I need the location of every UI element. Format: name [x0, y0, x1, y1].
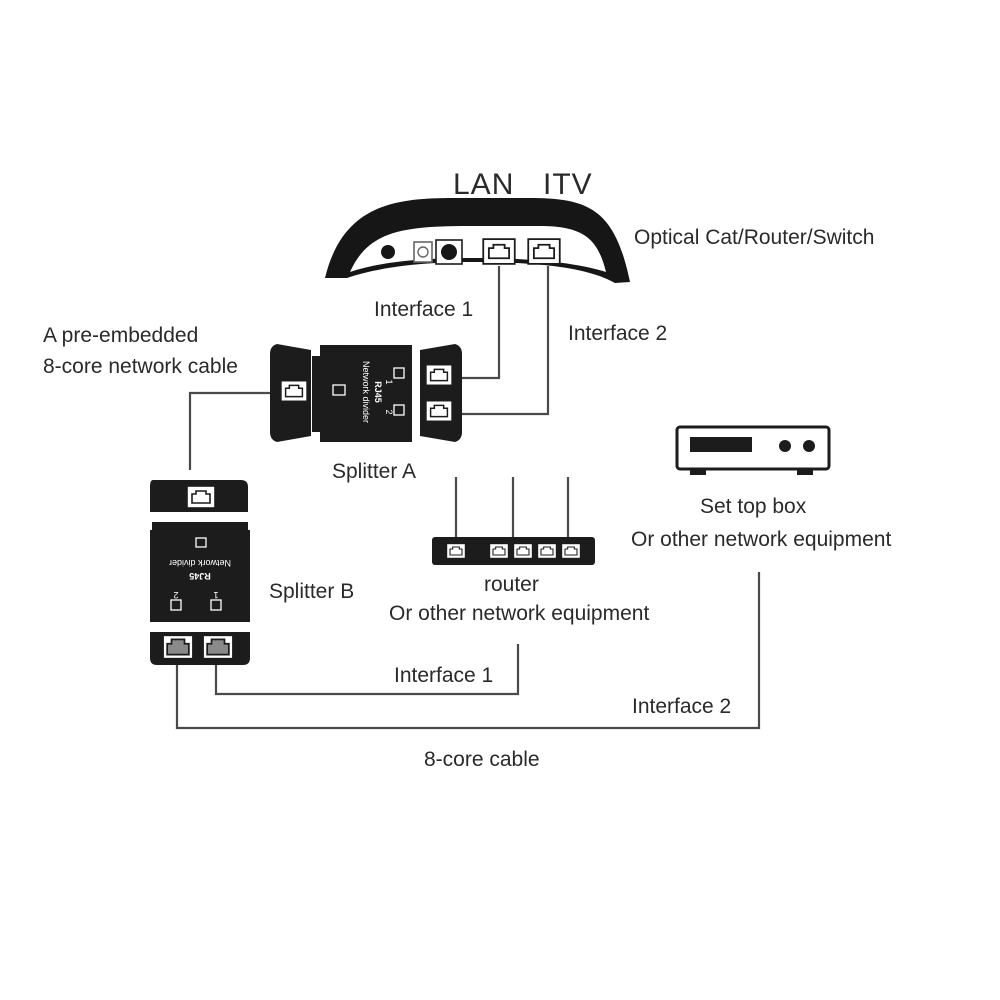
pre-embedded-cable-label-line-1: A pre-embedded: [43, 324, 199, 347]
splitter-b-body: [150, 530, 250, 622]
set-top-box-sub-label: Or other network equipment: [631, 528, 892, 551]
splitter-b: RJ45 Network divider 2 1: [150, 480, 250, 665]
set-top-box-icon: [675, 425, 831, 475]
cable-embedded-8-core: [188, 391, 270, 470]
splitter-a-port-1-icon: [425, 363, 453, 387]
set-top-box-label: Set top box: [700, 495, 807, 518]
lan-port-label: LAN: [453, 168, 515, 201]
splitter-a-marking-2: Network divider: [361, 361, 371, 423]
router-lan-port-icon: [561, 543, 581, 559]
splitter-b-port-1-icon: [201, 634, 235, 660]
splitter-b-marking-1: RJ45: [189, 571, 211, 581]
splitter-a-body: [320, 345, 412, 442]
splitter-b-marking-2: Network divider: [169, 558, 231, 568]
splitter-a-input-port-icon: [280, 379, 308, 403]
router-lan-port-icon: [513, 543, 533, 559]
splitter-a-port-2-icon: [425, 399, 453, 423]
splitter-b-port-1-number: 1: [213, 590, 218, 600]
router-sub-label: Or other network equipment: [389, 602, 650, 625]
cable-itv-to-splitter-a: [462, 266, 550, 416]
pre-embedded-cable-label-line-2: 8-core network cable: [43, 355, 238, 378]
splitter-b-input-port-icon: [186, 485, 216, 509]
interface-2-label-bottom: Interface 2: [632, 695, 732, 718]
interface-2-label-top: Interface 2: [568, 322, 668, 345]
optical-cat-router: [325, 197, 630, 283]
router-uplink-port-icon: [446, 543, 466, 559]
lan-port-icon: [482, 238, 516, 265]
splitter-a-port-2-number: 2: [384, 409, 394, 414]
8-core-cable-label: 8-core cable: [424, 748, 540, 771]
itv-port-icon: [527, 238, 561, 265]
itv-port-label: ITV: [543, 168, 593, 201]
router-lan-port-icon: [489, 543, 509, 559]
splitter-b-port-2-icon: [161, 634, 195, 660]
cable-interface-2-to-set-top-box: [175, 572, 761, 730]
splitter-b-port-2-number: 2: [173, 590, 178, 600]
optical-cat-label: Optical Cat/Router/Switch: [634, 226, 875, 249]
router-switch-icon: [432, 537, 595, 565]
splitter-a-port-1-number: 1: [384, 379, 394, 384]
reset-port-icon: [413, 241, 433, 263]
splitter-a-marking-1: RJ45: [373, 381, 383, 403]
cable-interface-1-to-router: [214, 644, 520, 696]
router-label: router: [484, 573, 539, 596]
power-button-icon: [381, 245, 395, 259]
interface-1-label-top: Interface 1: [374, 298, 474, 321]
cable-lan-to-splitter-a: [462, 266, 501, 380]
cables: [175, 266, 761, 730]
splitter-a-label: Splitter A: [332, 460, 417, 483]
splitter-b-label: Splitter B: [269, 580, 355, 603]
interface-1-label-bottom: Interface 1: [394, 664, 494, 687]
router-lan-port-icon: [537, 543, 557, 559]
splitter-a: RJ45 Network divider 1 2: [270, 344, 462, 442]
